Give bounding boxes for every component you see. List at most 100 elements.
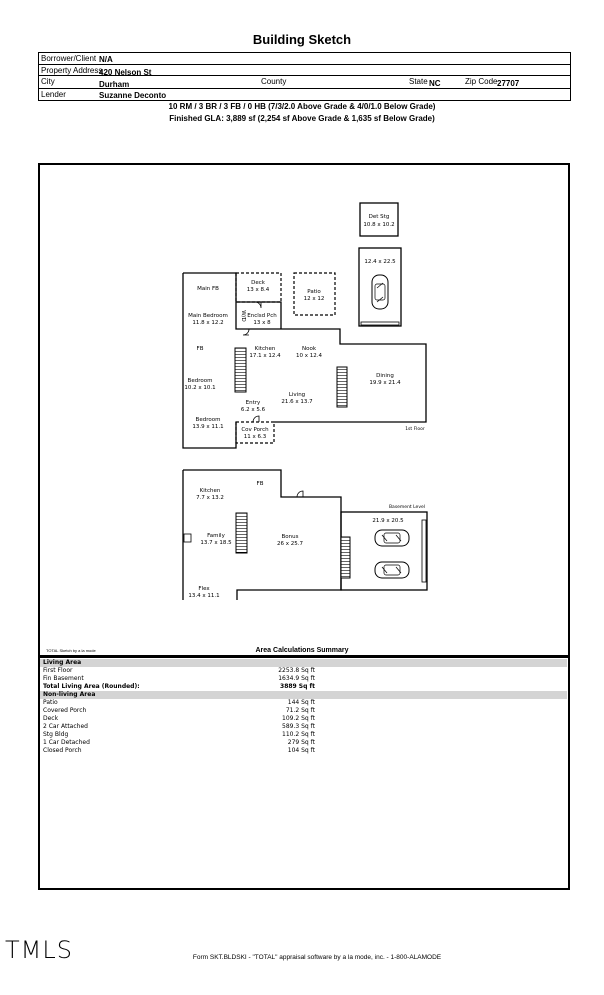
level-label: Basement Level [389,504,425,510]
lender-row: Lender Suzanne Deconto [39,89,570,100]
det-stg-outline [359,202,399,237]
room-label: FB [257,481,264,487]
row-label: First Floor [43,667,73,674]
row-label: Stg Bldg [43,731,69,738]
lender-label: Lender [41,90,66,99]
county-label: County [261,77,287,86]
row-label: 2 Car Attached [43,723,88,730]
deck-outline [235,272,282,303]
room-dim: 13.9 x 11.1 [192,424,223,430]
table-row: Patio 144 Sq ft [40,699,567,707]
room-dim: 11.8 x 12.2 [192,320,223,326]
row-value: 279 Sq ft [287,739,315,746]
table-row: Fin Basement 1634.9 Sq ft [40,675,567,683]
mls-logo: TMLS [5,936,73,964]
patio-outline [293,272,336,316]
room-dim: 19.9 x 21.4 [369,380,401,386]
room-dim: 21.6 x 13.7 [281,399,313,405]
room-dim: 13 x 8 [253,320,271,326]
row-label: Total Living Area (Rounded): [43,683,140,690]
room-label: Main FB [197,286,219,292]
room-label: Entry [246,400,261,406]
table-row: First Floor 2253.8 Sq ft [40,667,567,675]
room-dim: 21.9 x 20.5 [372,518,404,524]
room-label: Living [289,392,305,398]
zip-value: 27707 [497,79,520,88]
room-dim: 10.2 x 10.1 [184,385,215,391]
car-icon [374,529,410,547]
area-calc-table: Living Area First Floor 2253.8 Sq ft Fin … [40,659,567,755]
row-value: 1634.9 Sq ft [278,675,315,682]
city-label: City [41,77,55,86]
room-dim: 7.7 x 13.2 [196,495,224,501]
stairs-3 [235,512,248,554]
room-label: FB [197,346,204,352]
sketch-credit: TOTAL Sketch by a la mode [46,648,96,653]
row-label: 1 Car Detached [43,739,90,746]
footer-text: Form SKT.BLDSKI - "TOTAL" appraisal soft… [192,954,442,961]
divider [38,655,569,658]
borrower-label: Borrower/Client [41,54,97,63]
room-label: Main Bedroom [188,313,228,319]
row-value: 3889 Sq ft [280,683,315,690]
room-label: Bedroom [196,417,221,423]
row-value: 2253.8 Sq ft [278,667,315,674]
area-calc-title: Area Calculations Summary [255,647,349,654]
room-dim: 12 x 12 [304,296,325,302]
borrower-value: N/A [99,55,113,64]
table-row: Deck 109.2 Sq ft [40,715,567,723]
borrower-row: Borrower/Client N/A [39,53,570,65]
address-value: 420 Nelson St [99,67,152,77]
room-dim: 13.7 x 18.5 [200,540,232,546]
room-label: Flex [198,586,210,592]
row-value: 104 Sq ft [287,747,315,754]
city-value: Durham [99,80,130,89]
row-label: Deck [43,715,59,722]
garage-1-outline [358,247,402,327]
row-value: 110.2 Sq ft [282,731,315,738]
row-label: Fin Basement [43,675,84,682]
room-count-summary: 10 RM / 3 BR / 3 FB / 0 HB (7/3/2.0 Abov… [168,102,436,111]
level-label: 1st Floor [405,426,425,432]
room-label: Enclsd Pch [247,313,277,319]
room-dim: 12.4 x 22.5 [364,259,396,265]
room-dim: 13 x 8.4 [247,287,270,293]
living-area-header: Living Area [40,659,567,667]
room-dim: 17.1 x 12.4 [249,353,281,359]
room-label: Bonus [282,534,299,540]
room-label: Kitchen [255,346,276,352]
row-value: 109.2 Sq ft [282,715,315,722]
row-label: Covered Porch [43,707,87,714]
row-value: 71.2 Sq ft [285,707,315,714]
car-icon [374,561,410,579]
table-row: 1 Car Detached 279 Sq ft [40,739,567,747]
room-label: W/D [240,310,246,322]
nonliving-area-header: Non-living Area [40,691,567,699]
room-label: Patio [307,289,321,295]
state-value: NC [429,79,441,88]
table-row: Stg Bldg 110.2 Sq ft [40,731,567,739]
row-label: Patio [43,699,58,706]
sketch-frame [38,163,570,890]
room-label: Bedroom [188,378,213,384]
stairs-2 [336,366,348,408]
room-label: Deck [251,280,266,286]
lender-value: Suzanne Deconto [99,91,167,100]
first-floor-labels: Det Stg 10.8 x 10.2 12.4 x 22.5 Main FB … [184,214,425,440]
address-row: Property Address 420 Nelson St [39,65,570,77]
room-dim: 10.8 x 10.2 [363,222,394,228]
room-dim: 13.4 x 11.1 [188,593,219,599]
row-value: 144 Sq ft [287,699,315,706]
basement-outline [182,469,342,600]
stairs-1 [234,347,247,393]
car-icon [371,274,389,310]
city-row: City Durham County State NC Zip Code 277… [39,76,570,89]
room-dim: 26 x 25.7 [277,541,303,547]
basement-labels: FB Kitchen 7.7 x 13.2 Family 13.7 x 18.5… [188,481,425,599]
room-dim: 11 x 6.3 [244,434,267,440]
room-dim: 10 x 12.4 [296,353,322,359]
room-label: Kitchen [200,488,221,494]
